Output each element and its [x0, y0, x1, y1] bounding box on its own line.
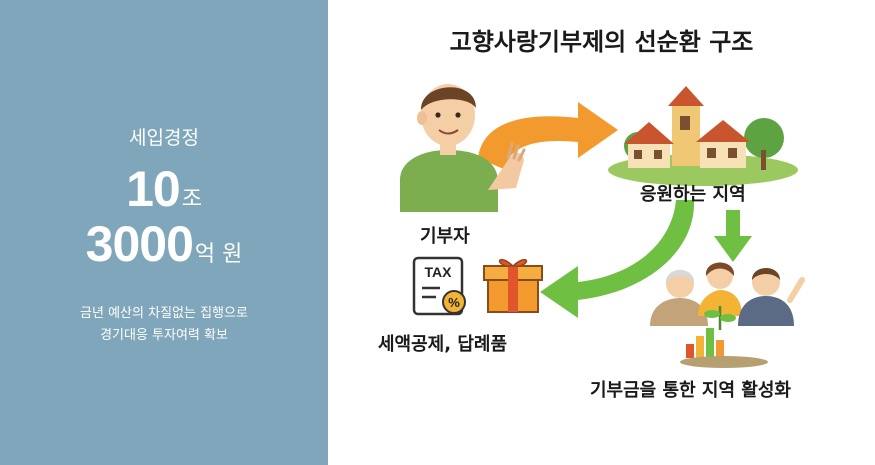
tax-text: TAX: [425, 264, 453, 280]
percent-text: %: [448, 295, 460, 310]
budget-panel: 세입경정 10조 3000억 원 금년 예산의 차질없는 집행으로 경기대응 투…: [0, 0, 328, 465]
unit-trillion: 조: [181, 187, 202, 212]
community-people-icon: [650, 262, 805, 368]
panel-label: 세입경정: [129, 127, 199, 149]
unit-billion: 억 원: [194, 242, 243, 267]
description-line-1: 금년 예산의 차질없는 집행으로: [80, 306, 248, 321]
revitalize-label: 기부금을 통한 지역 활성화: [590, 380, 791, 401]
donor-person-icon: [400, 84, 526, 212]
large-green-arrow-icon: [540, 200, 695, 318]
diagram-title: 고향사랑기부제의 선순환 구조: [449, 28, 754, 56]
benefit-label: 세액공제, 답례품: [378, 334, 508, 355]
panel-description: 금년 예산의 차질없는 집행으로 경기대응 투자여력 확보: [0, 303, 328, 347]
region-label: 응원하는 지역: [640, 184, 746, 205]
amount-billion-row: 3000억 원: [0, 215, 328, 273]
tax-document-icon: TAX %: [412, 256, 466, 316]
amount-trillion: 10: [126, 161, 181, 217]
donor-label: 기부자: [420, 226, 470, 247]
village-icon: [608, 86, 798, 186]
small-green-arrow-icon: [714, 210, 752, 262]
orange-arrow-icon: [478, 102, 618, 170]
gift-box-icon: [483, 258, 543, 313]
amount-trillion-row: 10조: [0, 160, 328, 218]
amount-billion: 3000: [85, 216, 194, 272]
diagram-illustration: TAX %: [400, 84, 805, 368]
description-line-2: 경기대응 투자여력 확보: [100, 328, 228, 343]
